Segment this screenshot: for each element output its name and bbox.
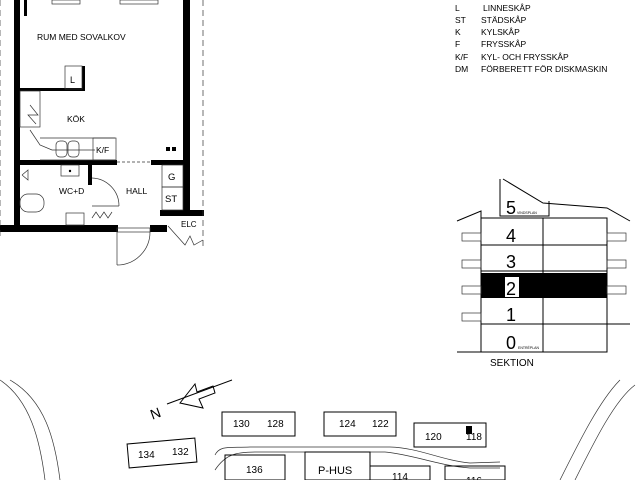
legend-text: STÄDSKÅP xyxy=(481,15,527,25)
north-label: N xyxy=(148,404,163,422)
legend-text: LINNESKÅP xyxy=(483,3,531,13)
legend-code: DM xyxy=(455,64,468,74)
legend-code: F xyxy=(455,39,460,49)
floor-number: 1 xyxy=(506,305,516,325)
highlighted-floor xyxy=(481,273,607,298)
fixture-linen: L xyxy=(70,75,75,85)
floor-number: 3 xyxy=(506,252,516,272)
legend-text: KYL- OCH FRYSSKÅP xyxy=(481,52,569,62)
legend-text: KYLSKÅP xyxy=(481,27,520,37)
building-number: 118 xyxy=(466,432,482,443)
building-number: 132 xyxy=(172,447,189,458)
floor-number: 5 xyxy=(506,198,516,218)
building-number: 114 xyxy=(392,472,408,480)
legend-code: K/F xyxy=(455,52,468,62)
room-label-hall: HALL xyxy=(126,186,148,196)
legend-code: L xyxy=(455,3,460,13)
legend-code: ST xyxy=(455,15,466,25)
section-title: SEKTION xyxy=(490,358,534,369)
building-number: 134 xyxy=(138,450,155,461)
legend: L LINNESKÅP ST STÄDSKÅP K KYLSKÅP F FRYS… xyxy=(455,3,607,74)
floor-number: 0 xyxy=(506,333,516,353)
building-number: 116 xyxy=(466,476,482,480)
fixture-cleaning: ST xyxy=(165,194,177,205)
site-plan: N 134 132 130 128 124 122 120 118 136 11… xyxy=(0,379,636,480)
legend-code: K xyxy=(455,27,461,37)
legend-text: FÖRBERETT FÖR DISKMASKIN xyxy=(481,64,607,74)
floor-number: 2 xyxy=(506,279,516,299)
apartment-floor-plan: RUM MED SOVALKOV KÖK WC+D HALL L K/F G S… xyxy=(0,0,204,266)
north-arrow: N xyxy=(148,379,233,423)
room-label-bath: WC+D xyxy=(59,186,84,196)
fixture-fridge-freezer: K/F xyxy=(96,145,109,155)
building-number: 136 xyxy=(246,465,263,476)
building-number: 120 xyxy=(425,432,442,443)
parking-label: P-HUS xyxy=(318,465,352,477)
fixture-electric: ELC xyxy=(181,220,197,229)
room-label-kitchen: KÖK xyxy=(67,114,85,124)
fixture-g: G xyxy=(168,172,175,183)
floor-label: VINDSPLAN xyxy=(517,211,537,215)
building-number: 130 xyxy=(233,419,250,430)
building-section: 5 VINDSPLAN 4 3 2 1 0 ENTRÉPLAN SEKTION xyxy=(456,178,631,369)
room-label-main: RUM MED SOVALKOV xyxy=(37,32,126,42)
building-number: 122 xyxy=(372,419,389,430)
legend-text: FRYSSKÅP xyxy=(481,39,527,49)
floor-label: ENTRÉPLAN xyxy=(518,345,539,350)
building-number: 128 xyxy=(267,419,284,430)
floor-number: 4 xyxy=(506,226,516,246)
building-number: 124 xyxy=(339,419,356,430)
